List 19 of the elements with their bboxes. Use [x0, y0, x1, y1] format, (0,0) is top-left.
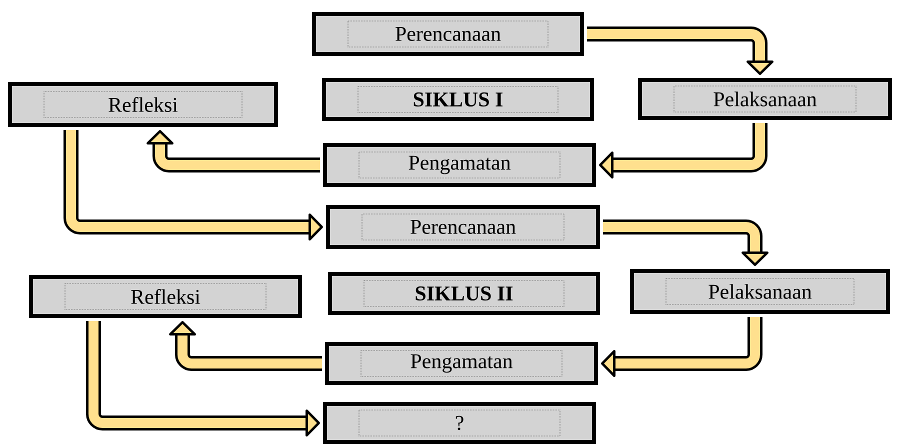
process-box: Pelaksanaan — [638, 78, 892, 120]
process-box: SIKLUS I — [322, 78, 594, 121]
process-box: Pelaksanaan — [630, 269, 890, 314]
block-arrow — [86, 321, 320, 436]
process-box: Pengamatan — [325, 342, 598, 385]
process-box: SIKLUS II — [328, 272, 600, 315]
process-box: ? — [323, 402, 596, 444]
process-box: Pengamatan — [323, 143, 596, 187]
process-box: Perencanaan — [326, 205, 600, 249]
block-arrow — [169, 321, 322, 371]
block-arrow — [601, 317, 762, 377]
process-box: Refleksi — [29, 275, 302, 318]
block-arrow — [64, 130, 323, 240]
block-arrow — [146, 130, 320, 172]
block-arrow — [599, 123, 768, 178]
process-box: Perencanaan — [312, 12, 584, 56]
process-box: Refleksi — [8, 82, 278, 127]
block-arrow — [587, 26, 774, 75]
block-arrow — [603, 220, 768, 266]
